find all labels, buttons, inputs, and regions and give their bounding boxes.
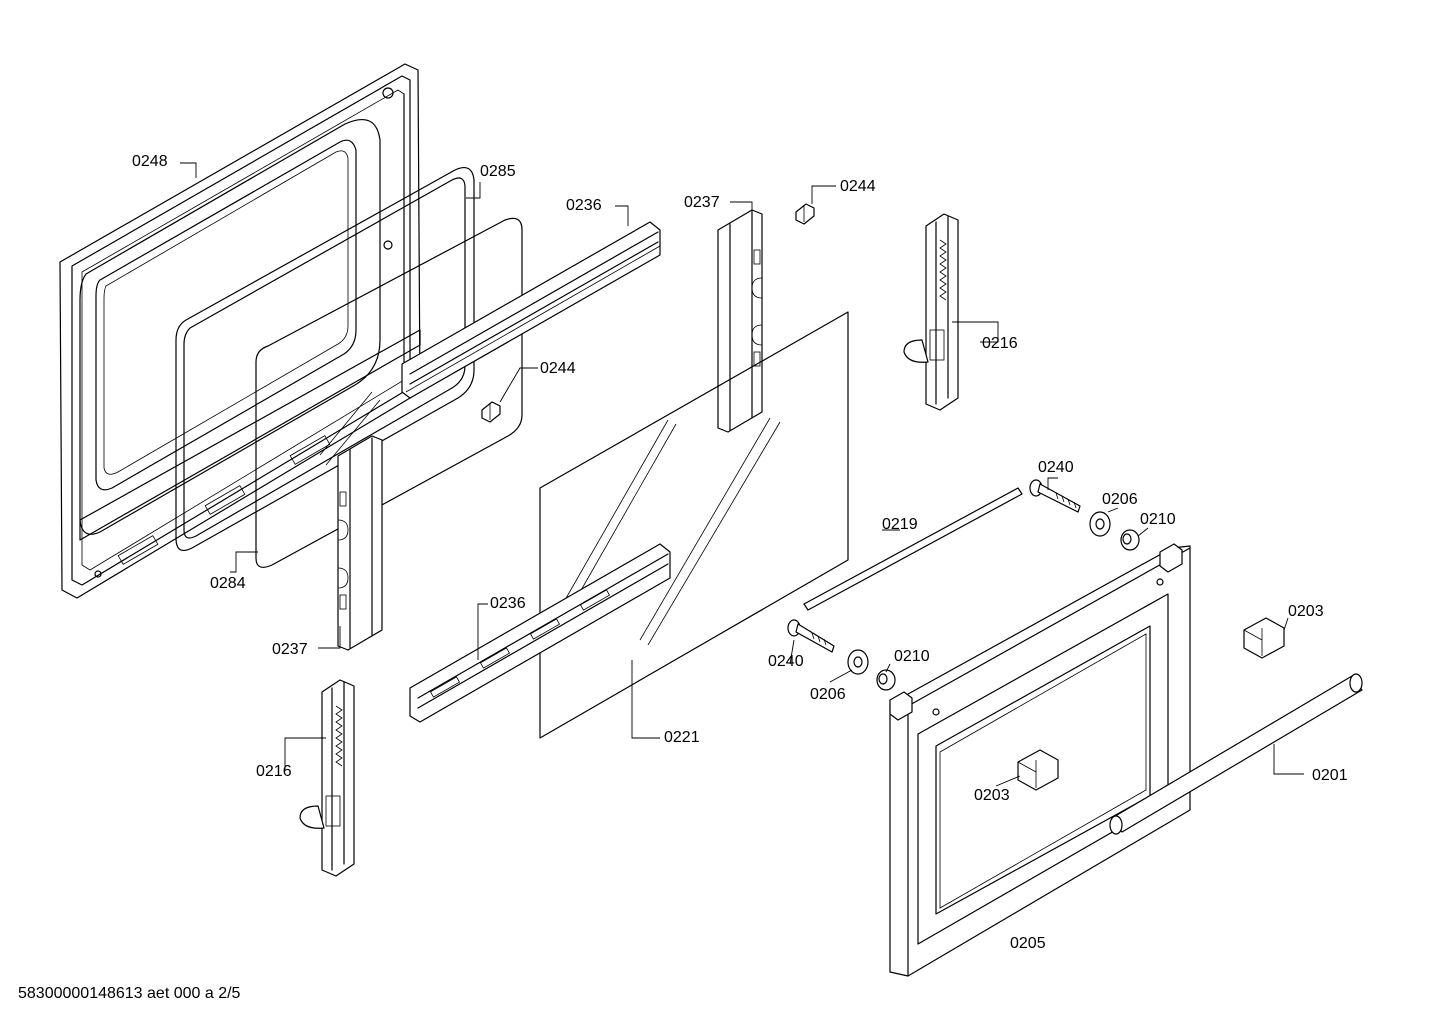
part-0240-screw-top: [1029, 479, 1081, 513]
part-0216-hinge-right: [903, 213, 959, 411]
label-0237-bottom: 0237: [272, 641, 308, 658]
label-0210-top: 0210: [1140, 511, 1176, 528]
label-0244-top: 0244: [840, 178, 876, 195]
part-0237-bracket-right: [717, 209, 763, 433]
document-reference: 58300000148613 aet 000 a 2/5: [18, 985, 241, 1002]
part-0206-washer-bottom: [847, 649, 869, 675]
part-0244-clip-top: [795, 203, 815, 225]
label-0206-bottom: 0206: [810, 686, 846, 703]
part-0203-end-cap-center: [1017, 749, 1059, 791]
label-0237-top: 0237: [684, 194, 720, 211]
label-0248: 0248: [132, 153, 168, 170]
part-0236-top-rail: [401, 221, 661, 399]
label-0206-top: 0206: [1102, 491, 1138, 508]
part-0206-washer-top: [1089, 511, 1111, 537]
label-0240-bottom: 0240: [768, 653, 804, 670]
label-0236-bottom: 0236: [490, 595, 526, 612]
leader-lines: [180, 162, 1304, 787]
part-0236-bottom-rail: [409, 543, 671, 723]
label-0216-right: 0216: [982, 335, 1018, 352]
part-0219-strip: [803, 487, 1023, 611]
part-0285-door-gasket: [175, 167, 475, 551]
part-0210-spacer-top: [1120, 529, 1140, 551]
part-0244-clip-mid: [481, 401, 501, 423]
part-0210-spacer-bottom: [876, 669, 896, 691]
label-0201: 0201: [1312, 767, 1348, 784]
label-0240-top: 0240: [1038, 459, 1074, 476]
label-0284: 0284: [210, 575, 246, 592]
part-0237-bracket-left: [337, 435, 383, 651]
part-0221-outer-glass: [539, 311, 849, 739]
label-0203-center: 0203: [974, 787, 1010, 804]
label-0236-top: 0236: [566, 197, 602, 214]
part-0203-end-cap-right: [1243, 617, 1285, 659]
part-labels: 0248 0285 0236 0237 0244 0216 0244 0284 …: [132, 153, 1348, 952]
label-0244-mid: 0244: [540, 360, 576, 377]
part-0216-hinge-left: [299, 679, 355, 877]
label-0203-right: 0203: [1288, 603, 1324, 620]
label-0205: 0205: [1010, 935, 1046, 952]
part-0240-screw-bottom: [787, 619, 835, 653]
part-0201-handle-bar: [1109, 673, 1363, 835]
label-0216-left: 0216: [256, 763, 292, 780]
part-0284-inner-glass: [255, 217, 523, 568]
part-0248-inner-door-frame: [59, 63, 421, 599]
label-0219: 0219: [882, 516, 918, 533]
label-0285: 0285: [480, 163, 516, 180]
label-0210-bottom: 0210: [894, 648, 930, 665]
label-0221: 0221: [664, 729, 700, 746]
